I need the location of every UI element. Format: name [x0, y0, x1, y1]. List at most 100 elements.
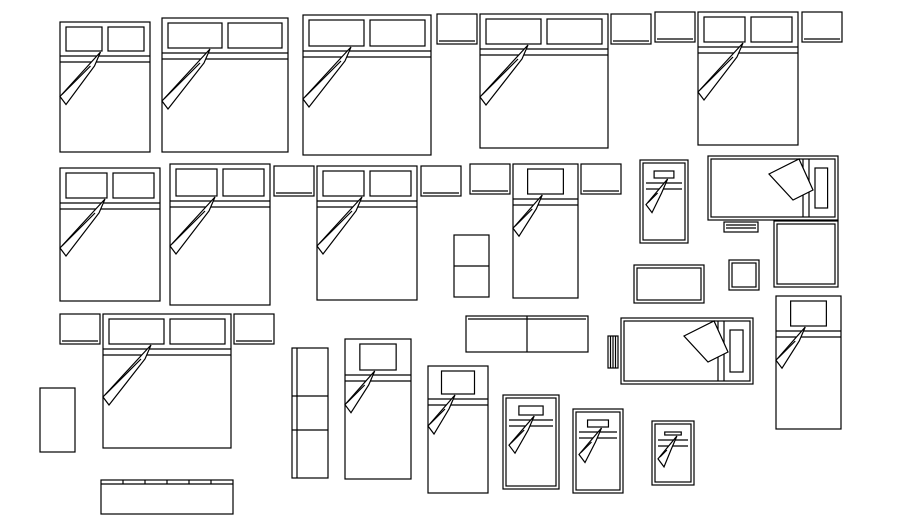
- stool: [728, 259, 760, 291]
- fold-crease: [580, 441, 592, 453]
- bed-frame: [479, 13, 609, 149]
- stool-outline: [728, 259, 760, 291]
- pillow: [518, 405, 544, 416]
- pillow: [653, 170, 675, 179]
- sheet-fold: [427, 394, 456, 436]
- bed-mattress: [505, 397, 557, 487]
- nightstand-top: [580, 163, 622, 195]
- bed-frame: [512, 163, 579, 299]
- pillow: [546, 18, 603, 45]
- fold-crease: [318, 210, 353, 245]
- bed-mattress: [710, 158, 836, 218]
- nightstand: [273, 165, 315, 197]
- pillow: [440, 370, 476, 395]
- sheet-fold: [59, 51, 102, 106]
- pillow: [703, 16, 746, 43]
- nightstand-top: [654, 11, 696, 43]
- nightstand: [654, 11, 696, 43]
- fold-crease: [659, 449, 668, 458]
- bed-frame: [707, 155, 839, 221]
- single-bed: [512, 163, 579, 299]
- sheet-fold: [578, 427, 603, 464]
- fold-crease: [510, 429, 525, 444]
- side-table-outline: [773, 220, 839, 288]
- sheet-fold: [169, 196, 216, 255]
- bed-mattress: [623, 320, 751, 382]
- bed-frame: [302, 14, 432, 156]
- fold-crease: [647, 192, 659, 204]
- pillow: [175, 168, 218, 197]
- sheet-fold: [102, 344, 152, 406]
- nightstand-top: [436, 13, 478, 45]
- nightstand: [801, 11, 843, 43]
- sheet-fold: [768, 158, 814, 201]
- nightstand-top: [59, 313, 101, 345]
- fold-crease: [304, 60, 342, 98]
- bed-frame: [651, 420, 695, 486]
- bed-frame: [502, 394, 560, 490]
- pillow: [369, 170, 412, 197]
- bed-frame: [161, 17, 289, 153]
- single-bed: [344, 338, 412, 480]
- pillow: [167, 22, 223, 49]
- pillow: [108, 318, 165, 345]
- chest-outline: [291, 347, 329, 479]
- fold-crease: [61, 212, 96, 247]
- pillow: [527, 168, 564, 195]
- pillow: [586, 419, 610, 428]
- nightstand: [59, 313, 101, 345]
- pillow: [790, 300, 827, 327]
- fold-crease: [699, 56, 734, 91]
- double-bed: [59, 167, 161, 302]
- long-bench: [100, 479, 234, 515]
- pillow: [485, 18, 542, 45]
- nightstand-top: [610, 13, 652, 45]
- bed-frame: [344, 338, 412, 480]
- bed-frame: [316, 165, 418, 301]
- stool-top: [723, 221, 759, 233]
- bed-mattress: [575, 411, 621, 491]
- sheet-fold: [508, 415, 535, 455]
- sheet-fold: [316, 196, 363, 255]
- sheet-fold: [512, 194, 543, 238]
- pillow: [750, 16, 793, 43]
- single-bed: [502, 394, 560, 490]
- single-bed: [572, 408, 624, 494]
- long-bench-outline: [100, 479, 234, 515]
- single-bed: [639, 159, 689, 244]
- horizontal-bed: [620, 317, 754, 385]
- sheet-fold: [59, 198, 106, 257]
- double-bed: [479, 13, 609, 149]
- nightstand: [420, 165, 462, 197]
- nightstand: [233, 313, 275, 345]
- dresser: [465, 315, 589, 353]
- nightstand-top: [801, 11, 843, 43]
- sheet-fold: [657, 435, 678, 469]
- horizontal-bed: [707, 155, 839, 221]
- fold-crease: [481, 58, 519, 96]
- sheet-fold: [344, 370, 376, 414]
- bed-frame: [59, 21, 151, 153]
- double-bed: [161, 17, 289, 153]
- single-bed: [651, 420, 695, 486]
- nightstand: [580, 163, 622, 195]
- fold-crease: [429, 408, 446, 425]
- sheet-fold: [683, 320, 729, 363]
- double-bed: [316, 165, 418, 301]
- pillow: [65, 26, 103, 52]
- nightstand-top: [233, 313, 275, 345]
- fold-crease: [777, 340, 796, 359]
- bench-outline: [633, 264, 705, 304]
- bed-frame: [59, 167, 161, 302]
- bed-frame: [775, 295, 842, 430]
- pillow: [664, 431, 682, 436]
- bed-frame: [572, 408, 624, 494]
- pillow: [729, 329, 744, 373]
- double-bed: [697, 11, 799, 146]
- bed-frame: [427, 365, 489, 494]
- sheet-fold: [302, 46, 352, 108]
- pillow: [369, 19, 426, 47]
- bed-mattress: [654, 423, 692, 483]
- nightstand: [436, 13, 478, 45]
- sheet-fold: [775, 326, 806, 370]
